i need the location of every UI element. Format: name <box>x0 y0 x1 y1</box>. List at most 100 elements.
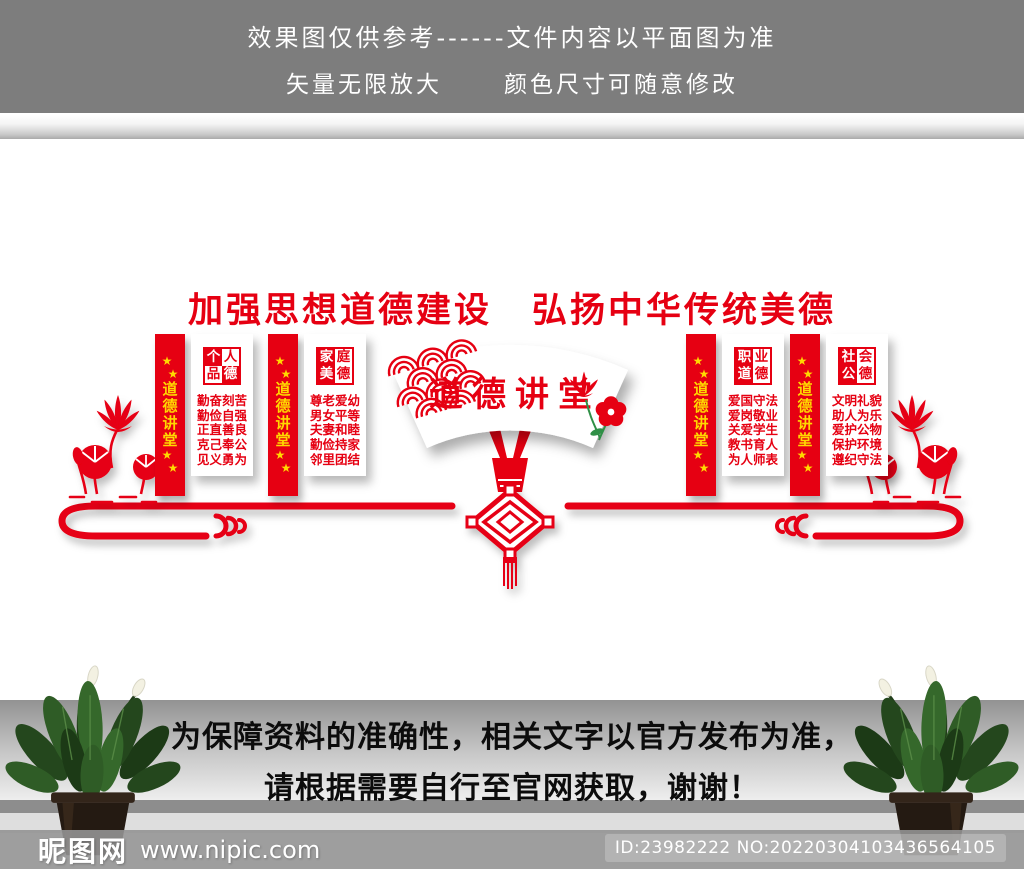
chinese-knot-icon <box>465 483 555 589</box>
vertical-banner: ★★道德讲堂★★ <box>155 334 185 496</box>
bevel-strip <box>0 113 1024 141</box>
star-icon: ★ <box>274 447 286 462</box>
star-icon: ★ <box>698 366 710 381</box>
seal-char: 美 <box>318 366 335 383</box>
star-icon: ★ <box>796 447 808 462</box>
banner-label-char: 德 <box>797 397 813 416</box>
watermark-site: 昵图网 www.nipic.com <box>38 830 320 869</box>
banner-label-char: 德 <box>275 397 291 416</box>
banner-label-char: 堂 <box>693 430 709 449</box>
seal-char: 职 <box>736 349 753 366</box>
virtue-seal: 职业道德 <box>734 347 772 385</box>
virtue-line: 夫妻和睦 <box>309 422 360 438</box>
main-title: 加强思想道德建设弘扬中华传统美德 <box>0 282 1024 333</box>
seal-char: 德 <box>754 366 769 382</box>
virtue-line: 保护环境 <box>831 437 882 453</box>
scroll-line-decoration <box>58 502 964 540</box>
main-title-left: 加强思想道德建设 <box>187 291 492 331</box>
seal-char: 会 <box>858 349 873 365</box>
virtue-line: 勤俭自强 <box>196 407 247 423</box>
star-icon: ★ <box>274 353 286 368</box>
virtue-lines: 文明礼貌助人为乐爱护公物保护环境遵纪守法 <box>831 393 882 468</box>
virtue-panel: 家庭美德尊老爱幼男女平等夫妻和睦勤俭持家邻里团结 <box>304 334 366 476</box>
banner-label-char: 德 <box>693 397 709 416</box>
virtue-seal: 个人品德 <box>203 347 241 385</box>
virtue-line: 为人师表 <box>727 451 778 467</box>
notice-line-2: 请根据需要自行至官网获取，谢谢！ <box>264 771 760 806</box>
virtue-seal: 社会公德 <box>838 347 876 385</box>
virtue-panel: 职业道德爱国守法爱岗敬业关爱学生教书育人为人师表 <box>722 334 784 476</box>
star-icon: ★ <box>280 366 292 381</box>
banner-label-char: 堂 <box>162 430 178 449</box>
virtue-line: 爱护公物 <box>831 422 882 438</box>
vertical-banner: ★★道德讲堂★★ <box>268 334 298 496</box>
fan-flowers-icon <box>568 371 627 441</box>
fan-title: 道德讲堂 <box>429 375 601 415</box>
seal-char: 庭 <box>336 349 351 365</box>
panel-group-family-virtue: ★★道德讲堂★★家庭美德尊老爱幼男女平等夫妻和睦勤俭持家邻里团结 <box>268 334 366 496</box>
vertical-banner: ★★道德讲堂★★ <box>686 334 716 496</box>
panel-group-social-morality: ★★道德讲堂★★社会公德文明礼貌助人为乐爱护公物保护环境遵纪守法 <box>790 334 888 496</box>
banner-label-char: 讲 <box>162 414 178 432</box>
site-logo-text: 昵图网 <box>38 834 129 868</box>
virtue-line: 助人为乐 <box>831 407 882 423</box>
star-icon: ★ <box>167 366 179 381</box>
disclaimer-line-2: 矢量无限放大 颜色尺寸可随意修改 <box>0 65 1024 99</box>
banner-label-char: 道 <box>275 380 291 399</box>
watermark-bar: 昵图网 www.nipic.com ID:23982222 NO:2022030… <box>0 830 1024 869</box>
star-icon: ★ <box>161 447 173 462</box>
banner-label-char: 堂 <box>797 430 813 449</box>
panel-group-personal-virtue: ★★道德讲堂★★个人品德勤奋刻苦勤俭自强正直善良克己奉公见义勇为 <box>155 334 253 496</box>
bottom-gradient-band <box>0 700 1024 800</box>
banner-label-char: 堂 <box>275 430 291 449</box>
banner-label-char: 讲 <box>693 414 709 432</box>
vertical-banner: ★★道德讲堂★★ <box>790 334 820 496</box>
seal-char: 道 <box>736 366 753 383</box>
seal-char: 公 <box>840 366 857 383</box>
disclaimer-header: 效果图仅供参考------文件内容以平面图为准 矢量无限放大 颜色尺寸可随意修改 <box>0 0 1024 113</box>
banner-label-char: 德 <box>162 397 178 416</box>
virtue-line: 邻里团结 <box>309 451 360 467</box>
seal-char: 家 <box>318 349 335 366</box>
disclaimer-line-2-left: 矢量无限放大 <box>286 72 442 98</box>
banner-label-char: 道 <box>797 380 813 399</box>
image-id-badge: ID:23982222 NO:20220304103436564105 <box>604 834 1006 862</box>
virtue-line: 男女平等 <box>309 407 360 423</box>
virtue-line: 见义勇为 <box>196 451 247 467</box>
main-title-right: 弘扬中华传统美德 <box>532 291 837 331</box>
bottom-light-strip <box>0 813 1024 833</box>
banner-label-char: 道 <box>693 380 709 399</box>
virtue-panel: 社会公德文明礼貌助人为乐爱护公物保护环境遵纪守法 <box>826 334 888 476</box>
seal-char: 品 <box>206 366 221 382</box>
seal-char: 个 <box>205 349 222 366</box>
culture-wall-artwork: 道德讲堂 <box>58 335 964 589</box>
virtue-line: 爱国守法 <box>727 393 778 408</box>
virtue-seal: 家庭美德 <box>316 347 354 385</box>
disclaimer-line-1: 效果图仅供参考------文件内容以平面图为准 <box>247 24 777 52</box>
star-icon: ★ <box>692 353 704 368</box>
virtue-line: 勤奋刻苦 <box>196 393 247 408</box>
star-icon: ★ <box>167 461 179 476</box>
virtue-lines: 爱国守法爱岗敬业关爱学生教书育人为人师表 <box>727 393 778 468</box>
virtue-line: 克己奉公 <box>196 437 247 453</box>
bottom-dark-strip <box>0 800 1024 813</box>
notice-line-1: 为保障资料的准确性，相关文字以官方发布为准， <box>171 720 853 755</box>
virtue-line: 教书育人 <box>727 437 778 453</box>
virtue-line: 文明礼貌 <box>831 393 882 408</box>
disclaimer-line-2-right: 颜色尺寸可随意修改 <box>504 72 738 98</box>
panel-group-professional-ethics: ★★道德讲堂★★职业道德爱国守法爱岗敬业关爱学生教书育人为人师表 <box>686 334 784 496</box>
virtue-lines: 勤奋刻苦勤俭自强正直善良克己奉公见义勇为 <box>196 393 247 468</box>
star-icon: ★ <box>796 353 808 368</box>
notice-text: 为保障资料的准确性，相关文字以官方发布为准， 请根据需要自行至官网获取，谢谢！ <box>0 712 1024 814</box>
virtue-line: 关爱学生 <box>727 422 778 438</box>
star-icon: ★ <box>280 461 292 476</box>
star-icon: ★ <box>698 461 710 476</box>
banner-label-char: 讲 <box>275 414 291 432</box>
virtue-panel: 个人品德勤奋刻苦勤俭自强正直善良克己奉公见义勇为 <box>191 334 253 476</box>
seal-char: 德 <box>858 366 873 382</box>
virtue-line: 尊老爱幼 <box>309 393 360 408</box>
star-icon: ★ <box>161 353 173 368</box>
seal-char: 德 <box>336 366 351 382</box>
seal-char: 人 <box>223 349 238 365</box>
star-icon: ★ <box>692 447 704 462</box>
